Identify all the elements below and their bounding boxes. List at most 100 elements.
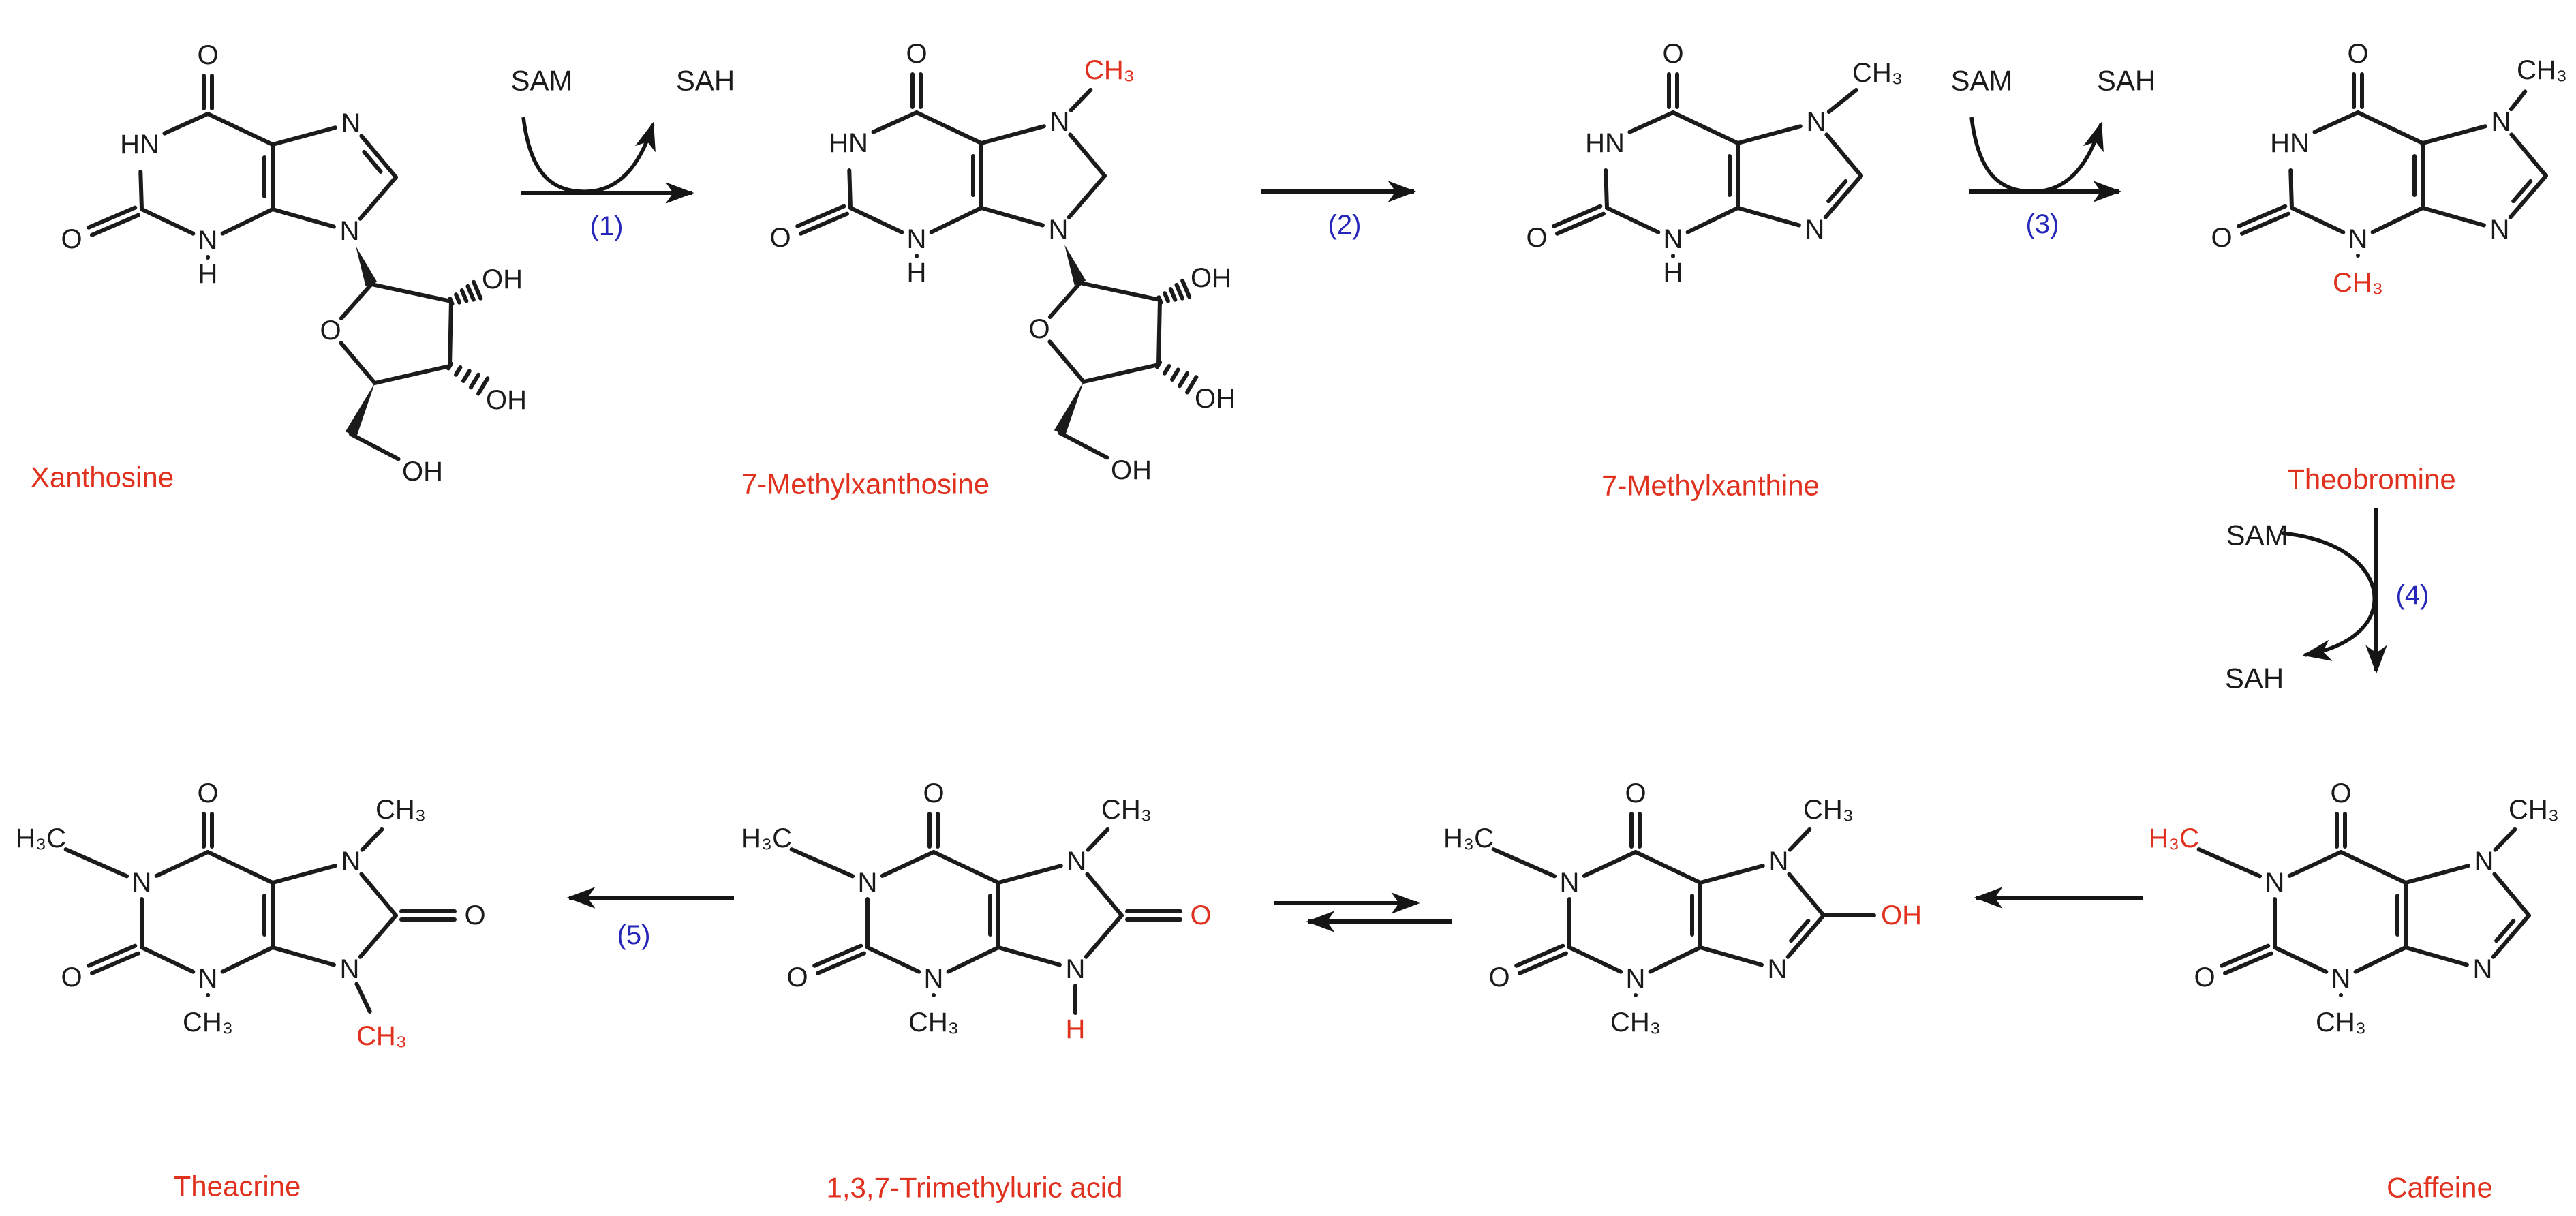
atom-label-theacrine-C7m: CH₃ [375, 795, 426, 825]
atom-label-xanthosine-N9: N [340, 216, 360, 246]
atom-label-8-hydroxycaffeine-OH8: OH [1881, 900, 1922, 930]
atom-label-8-hydroxycaffeine-N1: N [1560, 868, 1580, 898]
atom-label-7-methylxanthosine-OH5: OH [1111, 455, 1152, 485]
name-7-methylxanthosine: 7-Methylxanthosine [741, 468, 990, 500]
atom-label-7-methylxanthosine-O2: O [769, 223, 791, 253]
atom-label-theobromine-O2: O [2211, 223, 2232, 253]
step-2-label: (2) [1328, 210, 1362, 240]
atom-label-theobromine-N1: HN [2270, 128, 2310, 158]
name-caffeine: Caffeine [2387, 1172, 2493, 1204]
atom-label-theobromine-N3: N [2348, 224, 2368, 254]
sam-label-step-1: SAM [510, 65, 572, 97]
atom-label-theobromine-N9: N [2490, 215, 2510, 245]
step-1-label: (1) [590, 211, 624, 241]
sah-label-step-3: SAH [2097, 65, 2156, 97]
sam-arc-step-3 [1969, 117, 2104, 194]
atom-label-137-trimethyluric-acid-C1m: H₃C [741, 823, 792, 853]
atom-label-theacrine-O8: O [464, 900, 485, 930]
atom-label-137-trimethyluric-acid-C7m: CH₃ [1101, 795, 1152, 825]
atom-label-theobromine-C3m: CH₃ [2333, 268, 2383, 298]
atom-label-theacrine-C3m: CH₃ [183, 1007, 233, 1037]
compound-names: Xanthosine 7-Methylxanthosine 7-Methylxa… [31, 461, 2493, 1204]
atom-label-xanthosine-O2: O [61, 224, 82, 254]
atom-label-xanthosine-O6: O [197, 40, 218, 70]
sam-label-step-4: SAM [2226, 519, 2288, 551]
molecules-layer: HNNNNOOHOOHOHOHHNNNNOOHCH₃OOHOHOHHNNNNOO… [16, 39, 2567, 1051]
atom-label-7-methylxanthosine-OH3: OH [1195, 384, 1236, 414]
sah-label-step-4: SAH [2225, 663, 2284, 695]
atom-label-caffeine-O6: O [2330, 778, 2351, 808]
name-theobromine: Theobromine [2287, 463, 2455, 496]
atom-label-caffeine-C7m: CH₃ [2509, 795, 2559, 825]
atom-label-xanthosine-OH2: OH [482, 264, 523, 294]
atom-label-7-methylxanthine-N7: N [1807, 107, 1826, 137]
atom-label-7-methylxanthine-N9: N [1805, 215, 1825, 245]
step-4-label: (4) [2396, 580, 2429, 610]
atom-label-caffeine-C1m: H₃C [2149, 823, 2199, 853]
atom-label-theobromine-N7: N [2491, 107, 2511, 137]
atom-label-137-trimethyluric-acid-O6: O [923, 778, 944, 808]
step-5-label: (5) [617, 920, 651, 950]
atom-label-7-methylxanthine-C7m: CH₃ [1852, 58, 1903, 88]
atom-label-xanthosine-OH3: OH [486, 385, 527, 415]
atom-label-xanthosine-N1: HN [120, 130, 159, 159]
atom-label-caffeine-C3m: CH₃ [2316, 1007, 2366, 1037]
atom-label-caffeine-N1: N [2265, 868, 2285, 898]
atom-label-8-hydroxycaffeine-O6: O [1625, 778, 1646, 808]
atom-label-theobromine-C7m: CH₃ [2517, 55, 2567, 85]
atom-label-7-methylxanthine-N3: N [1663, 224, 1683, 254]
atom-label-xanthosine-H3: H [198, 259, 218, 289]
atom-label-7-methylxanthine-O2: O [1526, 223, 1547, 253]
atom-label-7-methylxanthine-N1: HN [1585, 128, 1625, 158]
atom-label-7-methylxanthosine-OH2: OH [1191, 263, 1231, 293]
atom-label-7-methylxanthosine-N9: N [1049, 215, 1069, 245]
atom-label-theacrine-C9m: CH₃ [356, 1021, 407, 1051]
atom-label-theobromine-O6: O [2347, 39, 2368, 69]
atom-label-7-methylxanthosine-N3: N [907, 224, 927, 254]
atom-label-7-methylxanthosine-O4p: O [1028, 314, 1049, 344]
atom-label-8-hydroxycaffeine-O2: O [1488, 962, 1509, 992]
atom-label-7-methylxanthosine-O6: O [906, 39, 927, 69]
sam-arc-step-4 [2281, 531, 2376, 661]
atom-label-caffeine-N3: N [2331, 964, 2351, 994]
atom-label-theacrine-N1: N [132, 868, 152, 898]
name-trimethyluric-acid: 1,3,7-Trimethyluric acid [827, 1172, 1123, 1204]
atom-label-theacrine-N3: N [198, 964, 218, 994]
atom-label-7-methylxanthosine-N7: N [1050, 107, 1070, 137]
atom-label-xanthosine-N3: N [198, 226, 218, 256]
atom-label-8-hydroxycaffeine-N7: N [1769, 847, 1789, 877]
atom-label-137-trimethyluric-acid-H9: H [1066, 1014, 1086, 1044]
sam-label-step-3: SAM [1950, 65, 2012, 97]
atom-label-8-hydroxycaffeine-C7m: CH₃ [1803, 795, 1854, 825]
atom-label-xanthosine-O4p: O [320, 316, 341, 346]
atom-label-137-trimethyluric-acid-N9: N [1066, 954, 1086, 984]
atom-label-137-trimethyluric-acid-C3m: CH₃ [908, 1007, 959, 1037]
atom-label-7-methylxanthosine-C7m: CH₃ [1084, 55, 1135, 85]
atom-label-xanthosine-OH5: OH [402, 457, 443, 487]
atom-label-8-hydroxycaffeine-C3m: CH₃ [1610, 1007, 1661, 1037]
atom-label-caffeine-N9: N [2473, 954, 2493, 984]
name-7-methylxanthine: 7-Methylxanthine [1601, 470, 1820, 502]
atom-label-theacrine-O2: O [61, 962, 82, 992]
atom-label-7-methylxanthine-O6: O [1662, 39, 1683, 69]
reaction-arrows [521, 117, 2387, 932]
atom-label-7-methylxanthosine-H3: H [907, 258, 927, 288]
atom-label-137-trimethyluric-acid-O8: O [1190, 900, 1211, 930]
atom-label-theacrine-C1m: H₃C [16, 823, 66, 853]
sam-arc-step-1 [521, 117, 656, 194]
step-3-label: (3) [2026, 209, 2059, 239]
atom-label-8-hydroxycaffeine-N9: N [1768, 954, 1788, 984]
atom-label-8-hydroxycaffeine-N3: N [1626, 964, 1646, 994]
atom-label-7-methylxanthosine-N1: HN [829, 128, 868, 158]
atom-label-137-trimethyluric-acid-O2: O [786, 962, 808, 992]
atom-label-theacrine-N7: N [341, 847, 361, 877]
